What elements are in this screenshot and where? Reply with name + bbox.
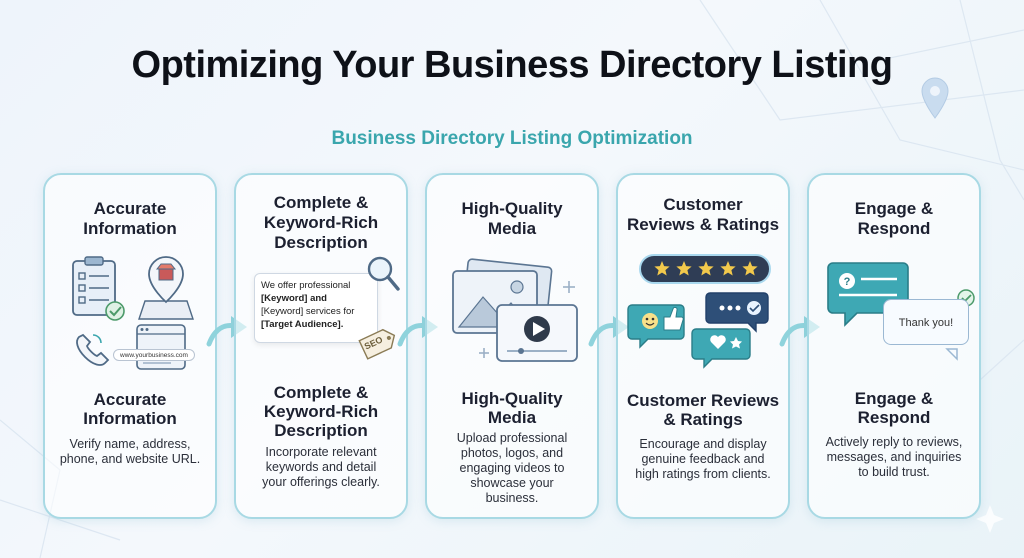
high-quality-media-illustration: [452, 258, 578, 362]
card-top-title: High-Quality Media: [461, 199, 563, 238]
star-icon: [742, 261, 758, 276]
card-accurate-information: Accurate Information: [43, 173, 217, 519]
card-keyword-description: Complete & Keyword-Rich Description We o…: [234, 173, 408, 519]
card-bottom-title: High-Quality Media: [461, 389, 563, 427]
question-chat-icon: ?: [827, 262, 909, 327]
heart-icon: [710, 335, 726, 349]
accurate-information-illustration: [72, 256, 194, 370]
star-icon: [720, 261, 736, 276]
card-description: Upload professional photos, logos, and e…: [456, 431, 568, 505]
chat-bubbles-icon: [627, 292, 769, 369]
star-icon: [654, 261, 670, 276]
checkmark-icon: [105, 301, 125, 321]
star-rating-icon: [639, 254, 771, 284]
card-top-title: Complete & Keyword-Rich Description: [263, 193, 379, 252]
website-url-field: www.yourbusiness.com: [113, 349, 195, 361]
card-engage-respond: Engage & Respond ? Thank you! Engage & R…: [807, 173, 981, 519]
card-bottom-title: Engage & Respond: [854, 389, 934, 427]
card-high-quality-media: High-Quality Media High-Quality Media Up…: [425, 173, 599, 519]
description-text-box: We offer professional [Keyword] and [Key…: [254, 273, 378, 343]
card-description: Encourage and display genuine feedback a…: [635, 437, 771, 481]
engage-respond-illustration: ?: [827, 262, 975, 361]
map-pin-store-icon: [138, 256, 194, 320]
page-title: Optimizing Your Business Directory Listi…: [131, 44, 893, 86]
video-player-icon: [496, 304, 578, 362]
card-bottom-title: Complete & Keyword-Rich Description: [263, 383, 379, 440]
star-icon: [676, 261, 692, 276]
star-icon: [698, 261, 714, 276]
card-top-title: Customer Reviews & Ratings: [626, 195, 780, 234]
card-bottom-title: Accurate Information: [83, 390, 177, 428]
page-subtitle: Business Directory Listing Optimization: [331, 128, 693, 149]
card-customer-reviews: Customer Reviews & Ratings Cus: [616, 173, 790, 519]
customer-reviews-illustration: [627, 254, 771, 369]
svg-text:?: ?: [844, 276, 851, 288]
clipboard-checklist-icon: [72, 256, 116, 316]
card-description: Verify name, address, phone, and website…: [59, 437, 201, 466]
thumbs-up-icon: [663, 307, 684, 331]
card-top-title: Engage & Respond: [854, 199, 934, 238]
card-bottom-title: Customer Reviews & Ratings: [626, 391, 780, 429]
reply-message: Thank you!: [883, 299, 969, 345]
card-description: Incorporate relevant keywords and detail…: [262, 445, 380, 489]
sparkle-icon: [479, 281, 575, 358]
card-top-title: Accurate Information: [83, 199, 177, 238]
reply-bubble-icon: [945, 348, 958, 361]
phone-icon: [76, 333, 110, 366]
browser-window-icon: [136, 324, 186, 370]
card-description: Actively reply to reviews, messages, and…: [825, 435, 963, 479]
